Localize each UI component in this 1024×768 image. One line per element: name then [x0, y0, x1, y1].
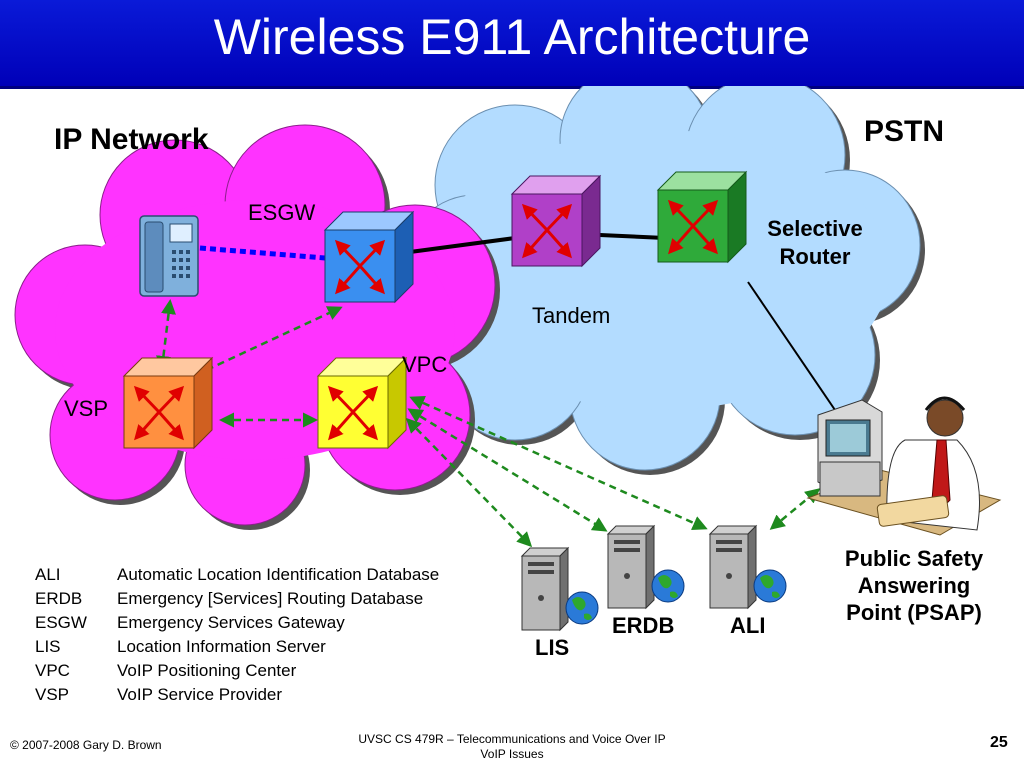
- legend-abbr: ESGW: [35, 613, 87, 632]
- selective-router-label: Selective Router: [755, 215, 875, 271]
- legend-row: ALI Automatic Location Identification Dat…: [35, 563, 439, 587]
- legend-desc: VoIP Positioning Center: [117, 661, 297, 680]
- ip-phone-icon: [139, 215, 199, 297]
- page-number: 25: [990, 734, 1008, 751]
- link-esgw-tandem: [409, 236, 516, 254]
- pstn-label: PSTN: [864, 115, 945, 148]
- vsp-router-icon: [122, 356, 214, 450]
- tandem-router-icon: [510, 174, 602, 268]
- legend-desc: VoIP Service Provider: [117, 685, 283, 704]
- legend-row: LIS Location Information Server: [35, 635, 439, 659]
- selective-router-label-line1: Selective: [767, 216, 863, 241]
- link-vpc-ali: [409, 396, 708, 530]
- legend-abbr: VPC: [35, 661, 70, 680]
- ip-network-cloud: [14, 124, 500, 530]
- legend-row: ERDB Emergency [Services] Routing Databas…: [35, 587, 439, 611]
- lis-label: LIS: [535, 635, 570, 660]
- slide-title: Wireless E911 Architecture: [213, 9, 811, 65]
- erdb-server-icon: [606, 524, 685, 610]
- footer-course-line1: UVSC CS 479R – Telecommunications and Vo…: [358, 732, 666, 746]
- erdb-label: ERDB: [612, 613, 675, 638]
- esgw-label: ESGW: [248, 200, 316, 225]
- title-bar: Wireless E911 Architecture: [0, 0, 1024, 89]
- legend-abbr: VSP: [35, 685, 70, 704]
- legend-abbr: LIS: [35, 637, 61, 656]
- link-ali-psap: [769, 488, 821, 530]
- abbreviation-legend: ALI Automatic Location Identification Dat…: [35, 563, 439, 707]
- vpc-router-icon: [316, 356, 408, 450]
- psap-label: Public Safety Answering Point (PSAP): [822, 545, 1006, 626]
- legend-row: VPC VoIP Positioning Center: [35, 659, 439, 683]
- legend-abbr: ALI: [35, 565, 61, 584]
- link-phone-esgw: [199, 245, 326, 261]
- psap-operator-icon: [806, 396, 1002, 536]
- vpc-label: VPC: [402, 352, 448, 377]
- link-selective-router-psap: [747, 281, 836, 411]
- selective-router-label-line2: Router: [779, 244, 851, 269]
- psap-label-line3: Point (PSAP): [846, 600, 982, 625]
- ali-server-icon: [708, 524, 787, 610]
- legend-desc: Location Information Server: [117, 637, 326, 656]
- esgw-router-icon: [323, 210, 415, 304]
- link-tandem-selective-router: [599, 233, 666, 240]
- footer-course-line2: VoIP Issues: [480, 747, 544, 761]
- legend-row: VSP VoIP Service Provider: [35, 683, 439, 707]
- footer-course: UVSC CS 479R – Telecommunications and Vo…: [300, 732, 724, 762]
- lis-server-icon: [520, 546, 599, 632]
- psap-label-line2: Answering: [857, 573, 971, 598]
- architecture-diagram: [14, 86, 1002, 632]
- legend-desc: Automatic Location Identification Databa…: [117, 565, 440, 584]
- ip-network-label: IP Network: [54, 123, 209, 156]
- legend-row: ESGW Emergency Services Gateway: [35, 611, 439, 635]
- legend-desc: Emergency Services Gateway: [117, 613, 345, 632]
- ali-label: ALI: [730, 613, 766, 638]
- legend-desc: Emergency [Services] Routing Database: [117, 589, 424, 608]
- selective-router-icon: [656, 170, 748, 264]
- vsp-label: VSP: [64, 396, 109, 421]
- psap-label-line1: Public Safety: [844, 546, 984, 571]
- tandem-label: Tandem: [532, 303, 611, 328]
- footer-copyright: © 2007-2008 Gary D. Brown: [10, 738, 162, 752]
- legend-abbr: ERDB: [35, 589, 83, 608]
